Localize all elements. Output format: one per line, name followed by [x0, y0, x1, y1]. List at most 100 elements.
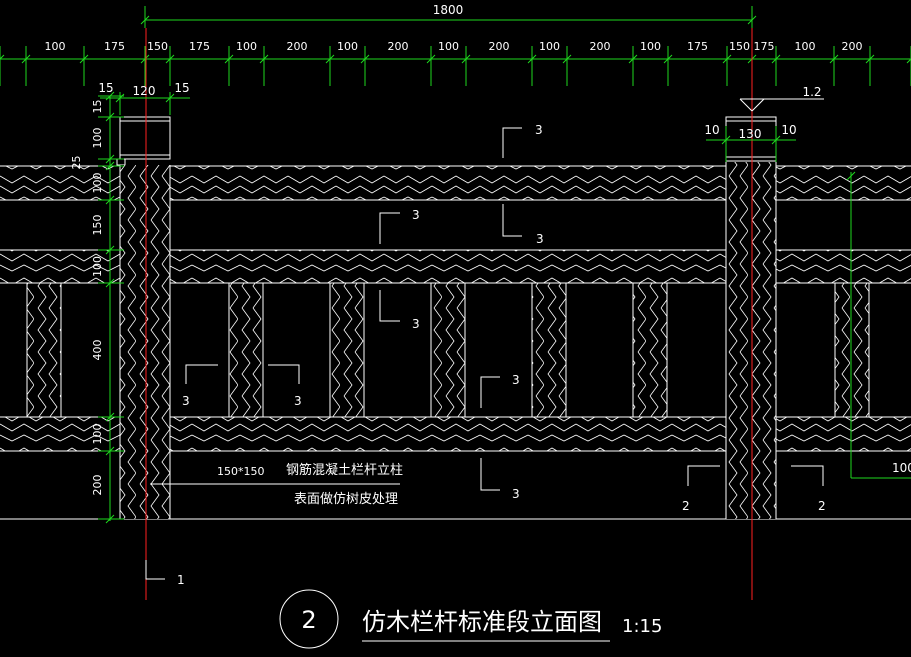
vertical-tick-slash [105, 245, 115, 255]
post-note-line1: 钢筋混凝土栏杆立柱 [286, 462, 403, 478]
post-note-line2: 表面做仿树皮处理 [294, 492, 398, 507]
svg-text:3: 3 [512, 373, 520, 387]
vertical-dimension-label: 150 [91, 215, 104, 236]
title-number: 2 [301, 606, 316, 634]
right-post-width: 130 [739, 127, 762, 141]
segment-tick-slash [663, 54, 673, 64]
segment-tick-slash [360, 54, 370, 64]
vertical-tick-slash [105, 514, 115, 524]
baluster [834, 282, 870, 418]
svg-text:3: 3 [536, 232, 544, 246]
segment-dimension-label: 150 [147, 40, 168, 53]
vertical-tick-slash [105, 446, 115, 456]
tag-1: 1 [145, 560, 185, 587]
segment-dimension-label: 175 [104, 40, 125, 53]
tag-3: 3 [502, 123, 543, 158]
svg-text:3: 3 [294, 394, 302, 408]
left-post-width: 120 [133, 84, 156, 98]
segment-tick-slash [79, 54, 89, 64]
title-scale: 1:15 [622, 616, 662, 637]
overall-dimension: 1800 [140, 3, 757, 28]
segment-dimension-label: 175 [754, 40, 775, 53]
segment-dimension-label: 100 [539, 40, 560, 53]
vertical-dimension-label: 100 [91, 256, 104, 277]
segment-tick-slash [140, 54, 150, 64]
left-post-width-dimension: 15 120 15 [98, 81, 190, 115]
tag-3: 3 [268, 364, 302, 408]
segment-dimension-label: 100 [795, 40, 816, 53]
segment-tick-slash [0, 54, 5, 60]
tag-2: 2 [682, 465, 720, 513]
vertical-dimension-label: 400 [91, 340, 104, 361]
vertical-dimension-label: 25 [70, 156, 83, 170]
tag-3: 3 [379, 290, 420, 331]
segment-tick-slash [628, 54, 638, 64]
leader-tags: 3 3 3 3 3 3 3 3 [145, 123, 826, 587]
segment-dimension-label: 100 [438, 40, 459, 53]
vertical-dimension-label: 100 [91, 173, 104, 194]
vertical-tick-slash [105, 412, 115, 422]
svg-text:3: 3 [412, 208, 420, 222]
segment-tick-slash [325, 54, 335, 64]
tag-3: 3 [379, 208, 420, 244]
svg-text:3: 3 [512, 487, 520, 501]
segment-tick-slash [259, 54, 269, 64]
right-post-side-b: 10 [781, 123, 796, 137]
svg-text:3: 3 [535, 123, 543, 137]
baluster [632, 282, 668, 418]
balusters [26, 282, 870, 418]
segment-dimension-label: 100 [640, 40, 661, 53]
segment-dimension-label: 200 [590, 40, 611, 53]
segment-dimension-label: 200 [388, 40, 409, 53]
tag-3: 3 [182, 364, 218, 408]
left-post-side-a: 15 [98, 81, 113, 95]
svg-text:2: 2 [682, 499, 690, 513]
baluster [26, 282, 62, 418]
svg-text:1: 1 [177, 573, 185, 587]
centerlines [145, 28, 753, 600]
vertical-dimension-label: 200 [91, 475, 104, 496]
vertical-tick-slash [105, 112, 115, 122]
overall-dimension-label: 1800 [433, 3, 464, 17]
left-post-cap [116, 116, 171, 166]
right-height-dimension: 100 [846, 171, 911, 479]
tag-3: 3 [502, 204, 544, 246]
segment-dimension-label: 175 [189, 40, 210, 53]
title-text: 仿木栏杆标准段立面图 [362, 608, 602, 636]
segment-tick-slash [562, 54, 572, 64]
post-size-label: 150*150 [217, 465, 265, 478]
segment-dimension-label: 200 [489, 40, 510, 53]
segment-tick-slash [426, 54, 436, 64]
right-post [725, 162, 777, 519]
post-note: 150*150 钢筋混凝土栏杆立柱 表面做仿树皮处理 [150, 462, 403, 507]
vertical-tick-slash [105, 195, 115, 205]
segment-dimension-label: 100 [45, 40, 66, 53]
left-post [119, 165, 171, 519]
segment-tick-slash [527, 54, 537, 64]
segment-dimension-label: 175 [687, 40, 708, 53]
vertical-tick-slash [105, 161, 115, 171]
tag-3: 3 [480, 458, 520, 501]
baluster [430, 282, 466, 418]
segment-tick-slash [906, 58, 911, 64]
segment-dimension-label: 200 [287, 40, 308, 53]
segment-tick-slash [722, 54, 732, 64]
segment-tick-slash [224, 54, 234, 64]
segment-tick-slash [771, 54, 781, 64]
title-block: 2 仿木栏杆标准段立面图 1:15 [279, 589, 662, 649]
tag-2: 2 [791, 465, 826, 513]
svg-text:2: 2 [818, 499, 826, 513]
segment-dimension-label: 200 [842, 40, 863, 53]
right-post-width-dimension: 10 130 10 [704, 123, 797, 162]
right-height-label: 100 [892, 461, 911, 475]
segment-tick-slash [865, 54, 875, 64]
vertical-dimension-label: 100 [91, 128, 104, 149]
left-post-side-b: 15 [174, 81, 189, 95]
segment-tick-slash [165, 54, 175, 64]
baluster [228, 282, 264, 418]
right-post-side-a: 10 [704, 123, 719, 137]
baluster [531, 282, 567, 418]
segment-tick-slash [461, 54, 471, 64]
